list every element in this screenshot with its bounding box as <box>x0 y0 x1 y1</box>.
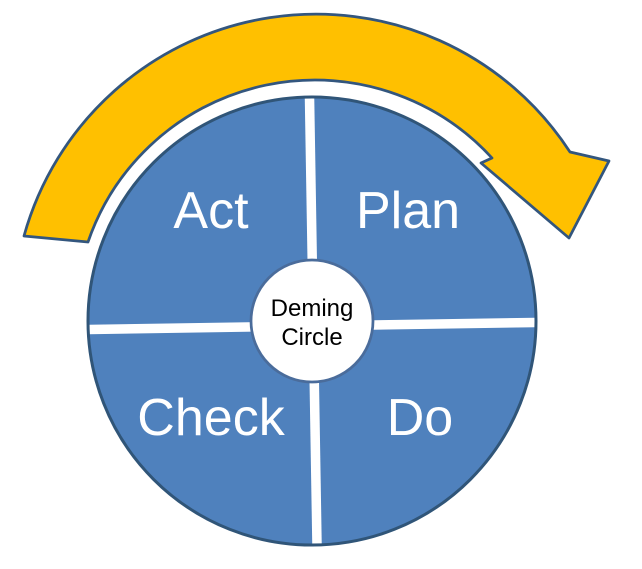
clockwise-arrow-icon <box>22 12 611 244</box>
quadrant-label-check: Check <box>137 389 285 447</box>
quadrant-label-act: Act <box>173 182 249 240</box>
quadrant-label-do: Do <box>387 389 453 447</box>
pdca-circle-rim <box>86 95 538 547</box>
center-label-line2: Circle <box>281 324 342 351</box>
center-hub <box>249 258 375 384</box>
center-label-line1: Deming <box>271 295 354 322</box>
quadrant-label-plan: Plan <box>356 182 460 240</box>
